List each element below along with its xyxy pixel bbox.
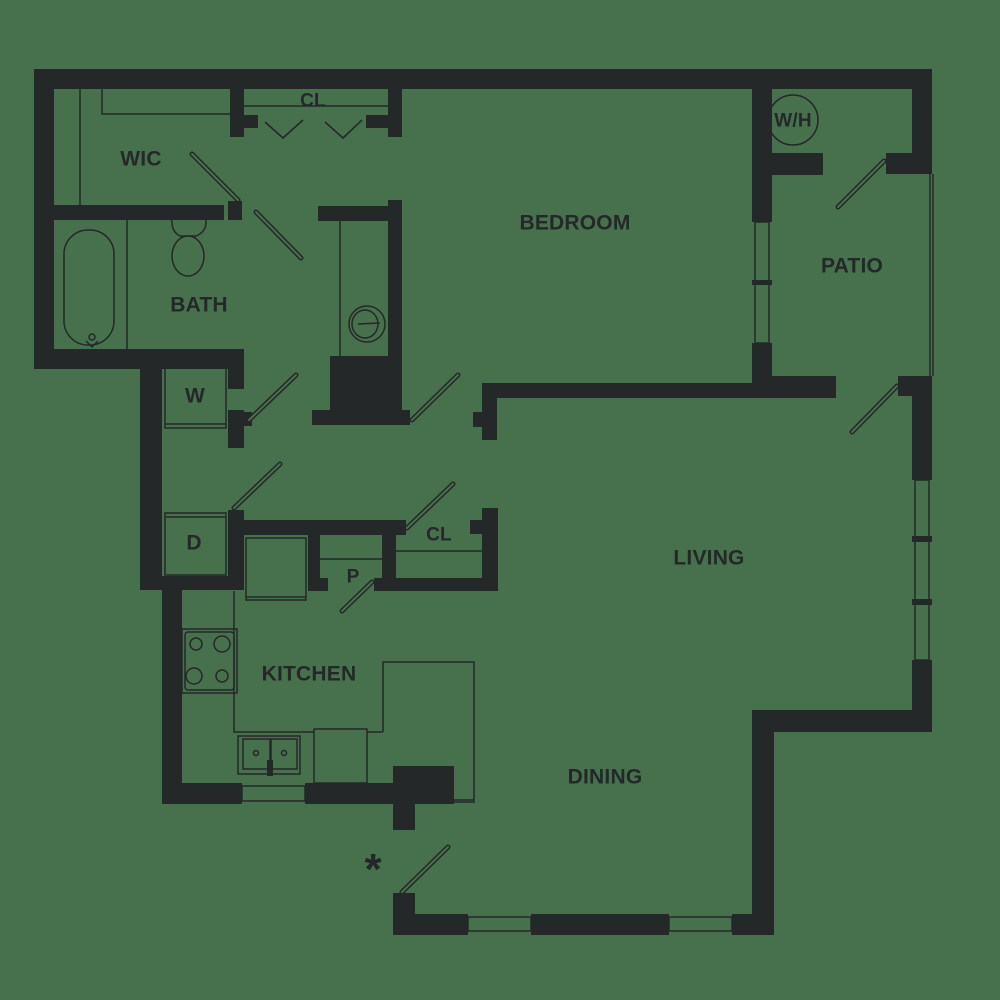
room-label-washer: W xyxy=(184,384,206,408)
room-label-water-heater: W/H xyxy=(774,110,812,132)
entry-marker-icon: * xyxy=(364,845,382,894)
room-label-patio: PATIO xyxy=(820,254,884,278)
room-label-bedroom: BEDROOM xyxy=(519,211,631,235)
room-label-bath: BATH xyxy=(170,293,228,317)
room-label-wic: WIC xyxy=(120,147,162,171)
room-label-living: LIVING xyxy=(673,546,745,570)
room-label-closet-top: CL xyxy=(300,90,326,112)
room-label-pantry: P xyxy=(346,566,360,588)
fixtures xyxy=(63,89,934,932)
room-label-dryer: D xyxy=(186,531,202,555)
doors xyxy=(189,151,900,895)
room-label-closet-hall: CL xyxy=(426,524,452,546)
walls xyxy=(34,69,932,935)
room-label-dining: DINING xyxy=(567,765,643,789)
room-label-kitchen: KITCHEN xyxy=(261,662,357,686)
